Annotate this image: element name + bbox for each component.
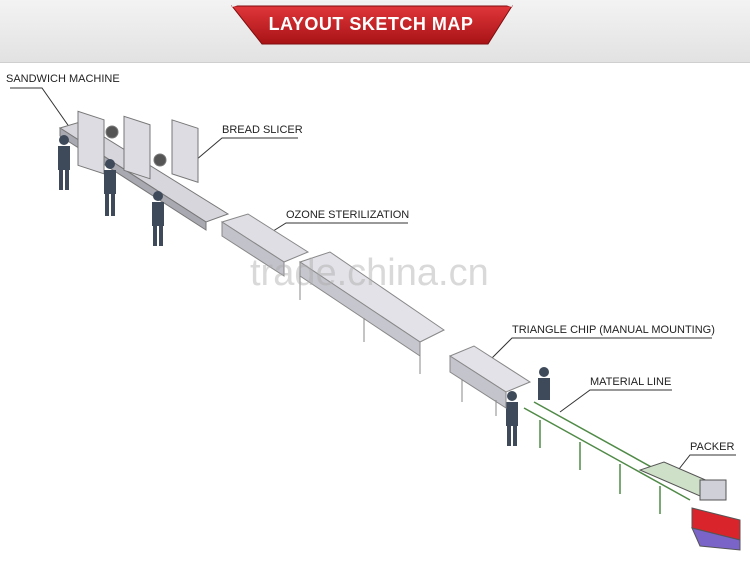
label-ozone-sterilization: OZONE STERILIZATION — [286, 209, 409, 221]
watermark: trade.china.cn — [250, 252, 489, 295]
packer-machine — [640, 462, 740, 550]
label-packer: PACKER — [690, 441, 734, 453]
label-material-line: MATERIAL LINE — [590, 376, 671, 388]
material-line-conveyor — [524, 402, 700, 514]
label-sandwich-machine: SANDWICH MACHINE — [6, 73, 120, 85]
label-bread-slicer: BREAD SLICER — [222, 124, 303, 136]
label-triangle-chip: TRIANGLE CHIP (MANUAL MOUNTING) — [512, 324, 715, 336]
sandwich-machine — [60, 111, 228, 230]
